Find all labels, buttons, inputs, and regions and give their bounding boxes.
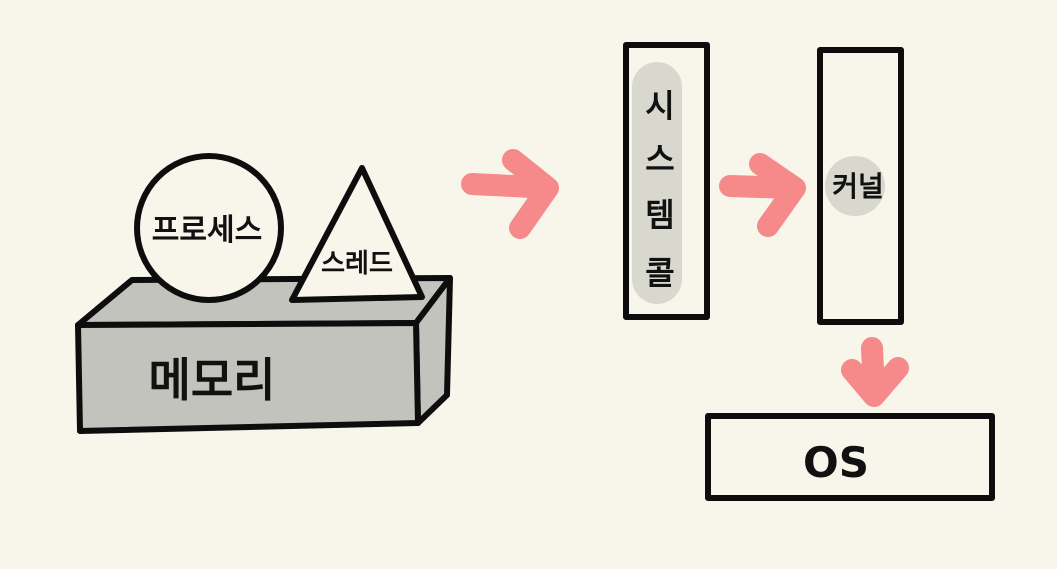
- syscall-node: 시 스 템 콜: [623, 42, 710, 320]
- process-label: 프로세스: [152, 213, 262, 248]
- syscall-label-1: 시: [645, 87, 674, 125]
- syscall-label-2: 스: [645, 140, 674, 178]
- kernel-node: 커널: [817, 47, 904, 325]
- memory-label: 메모리: [149, 353, 276, 407]
- syscall-label-3: 템: [645, 196, 674, 234]
- process-node: 프로세스: [134, 153, 284, 303]
- thread-node: 스레드: [289, 165, 425, 303]
- process-circle: [134, 153, 284, 303]
- os-label: OS: [803, 438, 869, 487]
- os-node: OS: [705, 413, 995, 501]
- kernel-highlight: [825, 156, 885, 216]
- arrow-right-2: [719, 153, 806, 237]
- arrow-right-1: [461, 149, 559, 239]
- thread-label: 스레드: [321, 249, 393, 279]
- memory-front-face: [75, 320, 421, 434]
- syscall-highlight: [632, 62, 682, 304]
- syscall-label-4: 콜: [645, 254, 674, 292]
- kernel-label: 커널: [832, 170, 884, 203]
- os-box: [705, 413, 995, 501]
- arrow-down: [841, 337, 909, 407]
- memory-block: 메모리: [75, 275, 453, 434]
- thread-triangle: [289, 165, 425, 303]
